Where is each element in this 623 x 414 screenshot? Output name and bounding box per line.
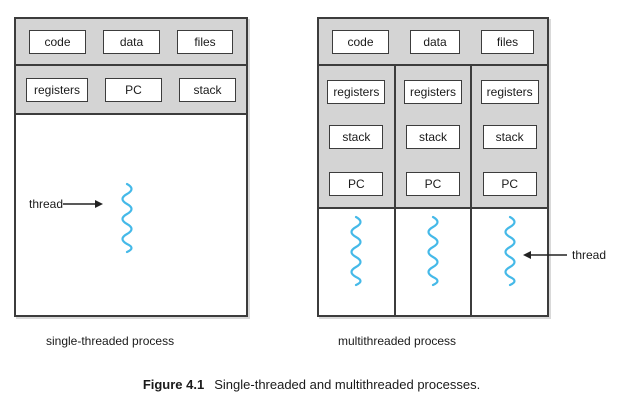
figure-caption-label: Figure 4.1 — [142, 377, 205, 392]
stack-box: stack — [406, 125, 460, 149]
files-box: files — [177, 29, 233, 54]
thread-squiggle-icon — [427, 215, 439, 287]
stack-box: stack — [482, 125, 537, 149]
pc-box: PC — [329, 172, 384, 196]
thread-annotation-right: thread — [523, 249, 606, 261]
pc-box: PC — [482, 172, 537, 196]
pc-box: PC — [406, 172, 460, 196]
left-arrow-icon — [523, 251, 567, 259]
registers-box: registers — [480, 80, 539, 104]
registers-box: registers — [404, 80, 462, 104]
single-threaded-caption: single-threaded process — [46, 334, 175, 348]
thread-columns: registers stack PC registers stack PC — [319, 66, 548, 315]
code-box: code — [332, 29, 389, 54]
thread-squiggle-icon — [121, 182, 133, 254]
stack-box: stack — [329, 125, 384, 149]
process-resources-band: code data files — [16, 19, 246, 66]
thread-column-2: registers stack PC — [393, 66, 471, 315]
figure-caption: Figure 4.1 Single-threaded and multithrea… — [0, 377, 623, 392]
data-box: data — [410, 29, 460, 54]
multithreaded-caption: multithreaded process — [338, 334, 457, 348]
registers-box: registers — [26, 77, 88, 102]
stack-box: stack — [179, 77, 236, 102]
right-arrow-icon — [63, 200, 104, 208]
thread-annotation-left: thread — [29, 197, 104, 211]
thread-column-3: registers stack PC — [470, 66, 548, 315]
files-box: files — [481, 29, 534, 54]
thread-column-1: registers stack PC — [319, 66, 394, 315]
code-box: code — [29, 29, 86, 54]
thread-label: thread — [29, 197, 64, 211]
thread-squiggle-icon — [504, 215, 516, 287]
single-threaded-process-box: code data files registers PC stack — [14, 17, 248, 317]
figure-caption-text: Single-threaded and multithreaded proces… — [214, 377, 481, 392]
registers-box: registers — [327, 80, 386, 104]
thread-state-band: registers PC stack — [16, 66, 246, 115]
thread-label: thread — [572, 248, 607, 262]
pc-box: PC — [105, 77, 162, 102]
process-resources-band: code data files — [319, 19, 547, 66]
multithreaded-process-box: code data files registers stack PC — [317, 17, 549, 317]
data-box: data — [103, 29, 160, 54]
thread-squiggle-icon — [350, 215, 362, 287]
